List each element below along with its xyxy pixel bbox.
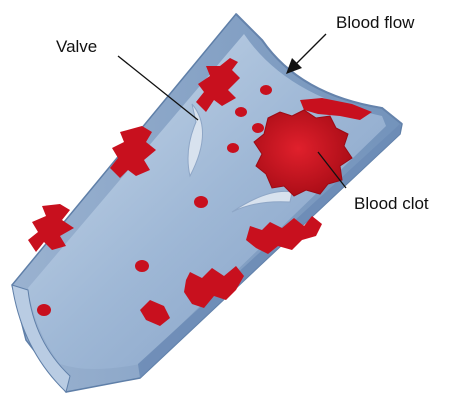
valve-label: Valve xyxy=(56,37,97,56)
blood-flow-label: Blood flow xyxy=(336,13,415,32)
blood-clot-label: Blood clot xyxy=(354,194,429,213)
